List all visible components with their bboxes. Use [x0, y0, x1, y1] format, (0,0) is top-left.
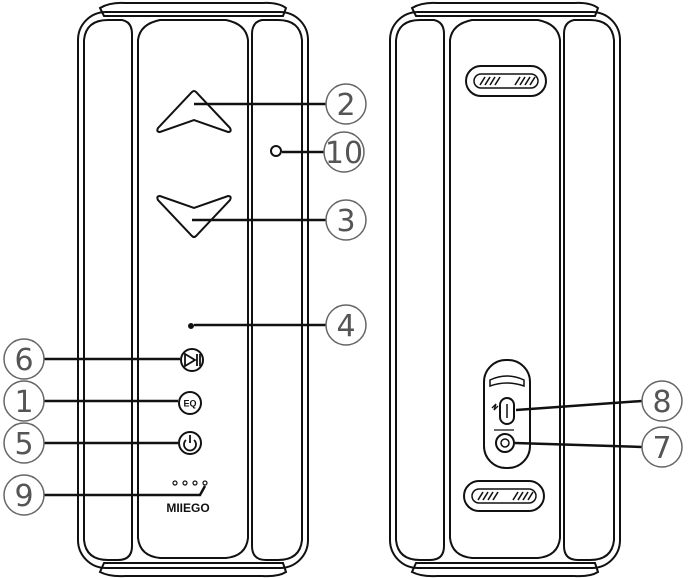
speaker-front-view — [77, 1, 309, 578]
callout-5: 5 — [3, 422, 178, 464]
callout-3: 3 — [192, 199, 367, 241]
left-grip — [83, 19, 133, 561]
aux-jack-icon — [500, 438, 510, 448]
hatch-mark — [477, 491, 484, 501]
hatch-mark — [479, 76, 486, 86]
callout-number: 2 — [336, 88, 355, 123]
callout-circle — [323, 131, 365, 173]
bottom-strap-mount — [463, 480, 545, 512]
hatch-mark — [524, 76, 531, 86]
callout-number: 5 — [14, 427, 33, 462]
front-body — [77, 11, 309, 569]
volume-up-button[interactable] — [156, 90, 232, 134]
microphone-hole — [188, 323, 194, 329]
hatch-mark — [492, 491, 499, 501]
callout-number: 10 — [325, 136, 363, 171]
hatch-mark — [494, 76, 501, 86]
battery-dot — [172, 480, 178, 486]
power-button[interactable] — [178, 431, 202, 455]
hatch-mark — [484, 76, 491, 86]
eq-label: EQ — [183, 399, 196, 409]
callout-6: 6 — [3, 338, 180, 380]
play-pause-button[interactable] — [180, 348, 204, 372]
hatch-mark — [512, 491, 519, 501]
usb-c-port[interactable] — [499, 397, 515, 425]
cover-tab[interactable] — [489, 375, 525, 388]
brand-logo: MIIEGO — [166, 501, 209, 515]
hatch-mark — [519, 76, 526, 86]
callout-9: 9 — [3, 474, 207, 516]
callout-circle — [3, 338, 45, 380]
hatch-mark — [482, 491, 489, 501]
callout-number: 3 — [336, 204, 355, 239]
hatch-mark — [522, 491, 529, 501]
hatch-mark — [517, 491, 524, 501]
callout-circle — [3, 422, 45, 464]
hatch-mark — [489, 76, 496, 86]
hatch-mark — [529, 76, 536, 86]
back-body — [389, 11, 621, 569]
bottom-rim — [410, 562, 600, 578]
callout-number: 8 — [652, 385, 671, 420]
callout-8: 8 — [515, 380, 683, 422]
callout-circle — [325, 199, 367, 241]
led-indicator — [270, 145, 282, 157]
callout-circle — [325, 304, 367, 346]
center-panel — [137, 19, 249, 559]
battery-dot — [182, 480, 188, 486]
power-icon — [183, 435, 197, 452]
top-rim — [410, 1, 600, 17]
battery-dot — [192, 480, 198, 486]
volume-down-button[interactable] — [156, 194, 232, 238]
top-rim — [98, 1, 288, 17]
left-grip — [395, 19, 445, 561]
strap-slot-hatching — [477, 76, 536, 501]
hatch-mark — [527, 491, 534, 501]
callout-number: 1 — [14, 385, 33, 420]
battery-indicator — [172, 480, 208, 486]
callout-number: 6 — [14, 343, 33, 378]
callout-number: 7 — [652, 431, 671, 466]
callout-10: 10 — [282, 131, 365, 173]
speaker-back-view — [389, 1, 621, 578]
hatch-mark — [487, 491, 494, 501]
port-cover[interactable] — [483, 359, 531, 469]
callout-circle — [3, 474, 45, 516]
leader-line — [514, 441, 643, 449]
callout-7: 7 — [514, 426, 683, 468]
callout-circle — [641, 380, 683, 422]
callout-2: 2 — [194, 83, 367, 125]
callout-number: 4 — [336, 309, 355, 344]
bottom-strap-slot — [471, 488, 537, 504]
hatch-mark — [514, 76, 521, 86]
battery-dot — [202, 480, 208, 486]
callouts: 2 10 3 4 6 1 5 9 8 7 — [3, 83, 683, 516]
eq-button[interactable] — [178, 391, 202, 415]
callout-1: 1 — [3, 380, 178, 422]
play-pause-icon — [184, 352, 201, 368]
top-strap-mount — [465, 65, 547, 97]
leader-line — [515, 399, 643, 412]
callout-4: 4 — [194, 304, 367, 346]
right-grip — [563, 19, 615, 561]
callout-number: 9 — [14, 479, 33, 514]
bottom-rim — [98, 562, 288, 578]
center-panel — [449, 19, 561, 559]
right-grip — [251, 19, 303, 561]
charge-glyph-icon — [491, 403, 499, 411]
callout-circle — [3, 380, 45, 422]
aux-jack[interactable] — [495, 433, 515, 453]
callout-circle — [325, 83, 367, 125]
leader-line — [44, 485, 207, 497]
top-strap-slot — [473, 73, 539, 89]
callout-circle — [641, 426, 683, 468]
